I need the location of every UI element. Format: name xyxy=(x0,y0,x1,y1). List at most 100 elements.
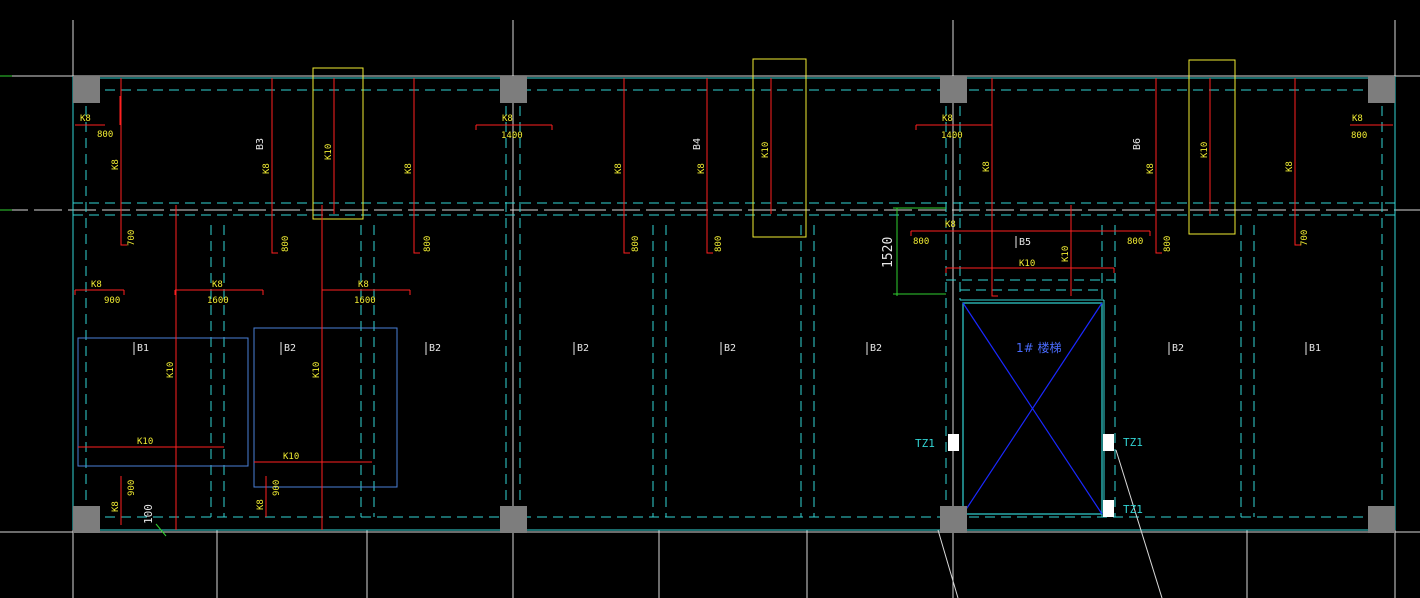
slab-label: B3 xyxy=(255,138,266,150)
label-800: 800 xyxy=(97,130,113,140)
slab-label: B1 xyxy=(137,343,149,354)
label-k8: K8 xyxy=(1352,114,1363,124)
rebar-span xyxy=(321,289,411,295)
label-700-vertical: 700 xyxy=(127,230,137,246)
rebar-top xyxy=(120,78,127,246)
beam-outlines xyxy=(72,76,1396,531)
leader-line xyxy=(1115,449,1163,598)
label-800-vertical: 800 xyxy=(714,236,724,252)
column xyxy=(500,506,527,533)
highlight-box-yellow xyxy=(752,58,807,238)
rebar-span xyxy=(945,267,1115,273)
highlight-boxes xyxy=(77,58,1236,488)
rebar-span xyxy=(915,124,993,130)
label-k8: K8 xyxy=(945,220,956,230)
label-800: 800 xyxy=(1351,131,1367,141)
label-k10: K10 xyxy=(283,452,299,462)
dimension-tick xyxy=(155,523,167,537)
label-k8-vertical: K8 xyxy=(982,161,992,172)
label-800-vertical: 800 xyxy=(281,236,291,252)
slab-label: B2 xyxy=(577,343,589,354)
label-k10: K10 xyxy=(137,437,153,447)
tz1-labels: TZ1 TZ1 TZ1 xyxy=(915,436,1143,516)
slab-label: B4 xyxy=(692,138,703,150)
column xyxy=(940,76,967,103)
rebar-span xyxy=(475,124,553,130)
slab-label: B2 xyxy=(1172,343,1184,354)
slab-markers xyxy=(133,236,1307,355)
stair-name: 1# 楼梯 xyxy=(1016,340,1062,355)
label-k10-vertical: K10 xyxy=(166,362,176,378)
label-900: 900 xyxy=(104,296,120,306)
label-900-vertical: 900 xyxy=(272,480,282,496)
label-k8-vertical: K8 xyxy=(614,163,624,174)
stair-columns xyxy=(948,434,1114,517)
label-k8-vertical: K8 xyxy=(262,163,272,174)
label-k10-vertical: K10 xyxy=(312,362,322,378)
tz1-column xyxy=(1103,434,1114,451)
highlight-box-yellow xyxy=(1188,59,1236,235)
stair-symbol xyxy=(962,302,1103,515)
rebar-lines xyxy=(74,78,1393,530)
leader-lines xyxy=(937,449,1163,598)
column xyxy=(1368,76,1395,103)
dimension-1520 xyxy=(893,207,946,296)
label-k8: K8 xyxy=(212,280,223,290)
label-800-vertical: 800 xyxy=(631,236,641,252)
label-k8-vertical: K8 xyxy=(1285,161,1295,172)
rebar-top xyxy=(1155,78,1162,254)
label-k8-vertical: K8 xyxy=(256,499,266,510)
highlight-box-blue xyxy=(77,337,249,467)
column xyxy=(1368,506,1395,533)
column xyxy=(500,76,527,103)
stair-cross-line xyxy=(962,302,1103,515)
columns xyxy=(73,76,1395,533)
label-k8-vertical: K8 xyxy=(697,163,707,174)
label-1400: 1400 xyxy=(501,131,523,141)
column xyxy=(73,506,100,533)
stair-outline xyxy=(962,302,1103,515)
rebar-top xyxy=(413,78,420,254)
highlight-box-blue xyxy=(253,327,398,488)
slab-label: B2 xyxy=(724,343,736,354)
rebar-top xyxy=(1294,78,1301,246)
label-800-vertical: 800 xyxy=(423,236,433,252)
dimension-1520-text: 1520 xyxy=(881,237,896,268)
label-800: 800 xyxy=(1127,237,1143,247)
slab-label: B6 xyxy=(1132,138,1143,150)
label-k10-vertical: K10 xyxy=(1061,246,1071,262)
label-k8: K8 xyxy=(942,114,953,124)
label-k8: K8 xyxy=(358,280,369,290)
label-k8-vertical: K8 xyxy=(111,159,121,170)
label-k8-vertical: K8 xyxy=(1146,163,1156,174)
column xyxy=(73,76,100,103)
label-800-vertical: 800 xyxy=(1163,236,1173,252)
label-k10-vertical: K10 xyxy=(761,142,771,158)
rebar-span xyxy=(174,289,264,295)
label-900-vertical: 900 xyxy=(127,480,137,496)
label-800: 800 xyxy=(913,237,929,247)
label-k10-vertical: K10 xyxy=(324,144,334,160)
label-k10-vertical: K10 xyxy=(1200,142,1210,158)
stair-labels: 1# 楼梯 xyxy=(1016,340,1062,355)
rebar-top xyxy=(706,78,713,254)
slab-label: B2 xyxy=(429,343,441,354)
tz1-label: TZ1 xyxy=(1123,436,1143,449)
label-k8: K8 xyxy=(502,114,513,124)
rebar-span xyxy=(74,289,125,295)
dimension-texts: 1520 100 xyxy=(142,237,896,524)
dimension-100-text: 100 xyxy=(142,504,155,524)
rebar-top xyxy=(623,78,630,254)
slab-label: B5 xyxy=(1019,237,1031,248)
rebar-top xyxy=(271,78,278,254)
label-700-vertical: 700 xyxy=(1300,230,1310,246)
tz1-label: TZ1 xyxy=(1123,503,1143,516)
label-1600: 1600 xyxy=(354,296,376,306)
slab-label: B2 xyxy=(284,343,296,354)
tz1-label: TZ1 xyxy=(915,437,935,450)
tz1-column xyxy=(948,434,959,451)
rebar-labels: K8 800 K8 1400 K8 1400 K8 800 K8 900 K8 … xyxy=(80,114,1367,462)
highlight-box-yellow xyxy=(312,67,364,220)
